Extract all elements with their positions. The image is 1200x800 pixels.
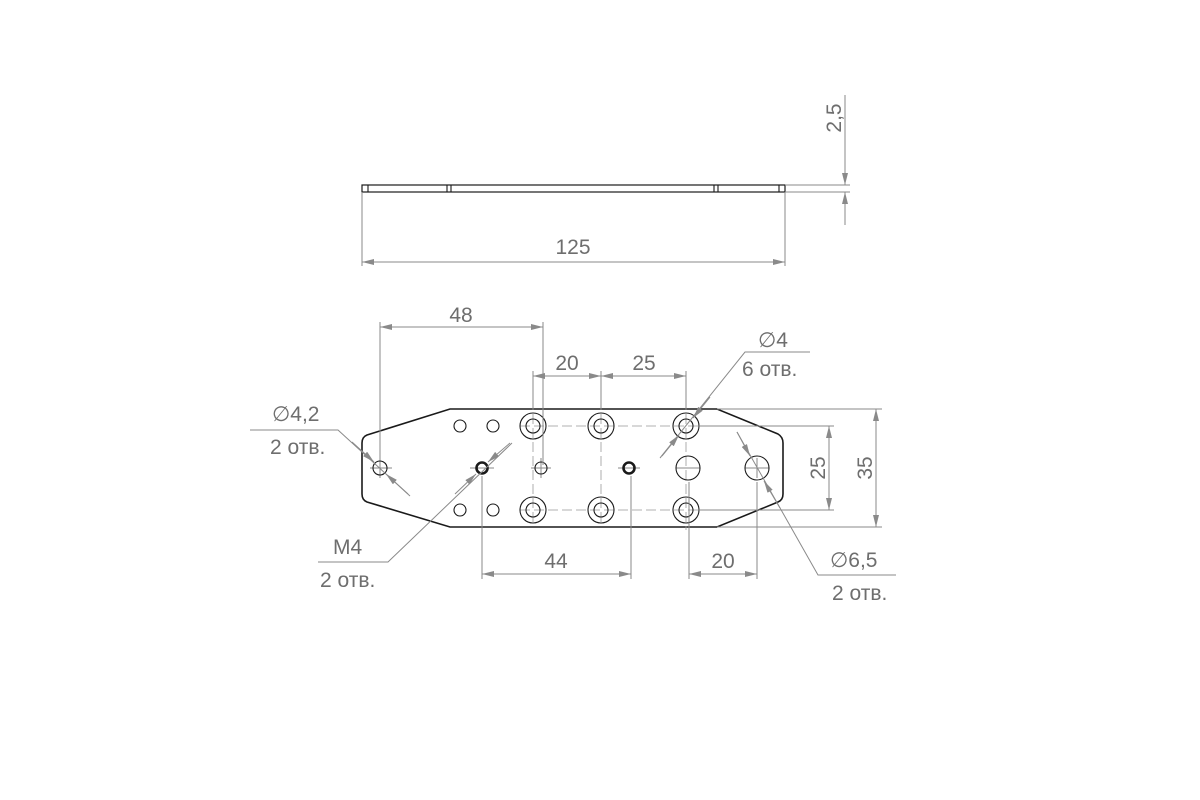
counterbored-holes <box>519 412 700 524</box>
hole <box>675 455 701 481</box>
small-holes <box>453 419 548 517</box>
hole-d65 <box>744 455 770 481</box>
thread-m4 <box>475 461 489 475</box>
svg-text:M4: M4 <box>333 536 362 559</box>
svg-text:6 отв.: 6 отв. <box>742 358 797 381</box>
side-view: 125 2,5 <box>361 95 850 266</box>
dim-20-top: 20 <box>555 352 578 375</box>
hole-d42 <box>372 460 388 476</box>
svg-text:∅6,5: ∅6,5 <box>830 549 878 572</box>
dim-44: 44 <box>544 550 568 573</box>
dim-20-bottom: 20 <box>711 550 734 573</box>
svg-text:2 отв.: 2 отв. <box>320 569 375 592</box>
callout-d65: ∅6,5 2 отв. <box>736 431 896 605</box>
callout-d42: ∅4,2 2 отв. <box>250 403 411 497</box>
svg-text:2 отв.: 2 отв. <box>832 582 887 605</box>
plan-view: 48 20 25 44 20 25 35 ∅4 6 отв. ∅4,2 2 от… <box>250 304 896 605</box>
dim-35: 35 <box>854 456 877 479</box>
thread-m4 <box>622 461 636 475</box>
callout-d4: ∅4 6 отв. <box>659 329 810 459</box>
dim-25-top: 25 <box>632 352 655 375</box>
plate-outline <box>361 408 784 528</box>
svg-text:∅4,2: ∅4,2 <box>272 403 320 426</box>
dim-25-right: 25 <box>807 456 830 479</box>
callout-m4: M4 2 отв. <box>318 442 513 592</box>
thickness-dimension: 2,5 <box>823 103 846 132</box>
svg-text:∅4: ∅4 <box>758 329 788 352</box>
svg-text:2 отв.: 2 отв. <box>270 436 325 459</box>
dim-48: 48 <box>449 304 472 327</box>
length-dimension: 125 <box>555 236 590 259</box>
